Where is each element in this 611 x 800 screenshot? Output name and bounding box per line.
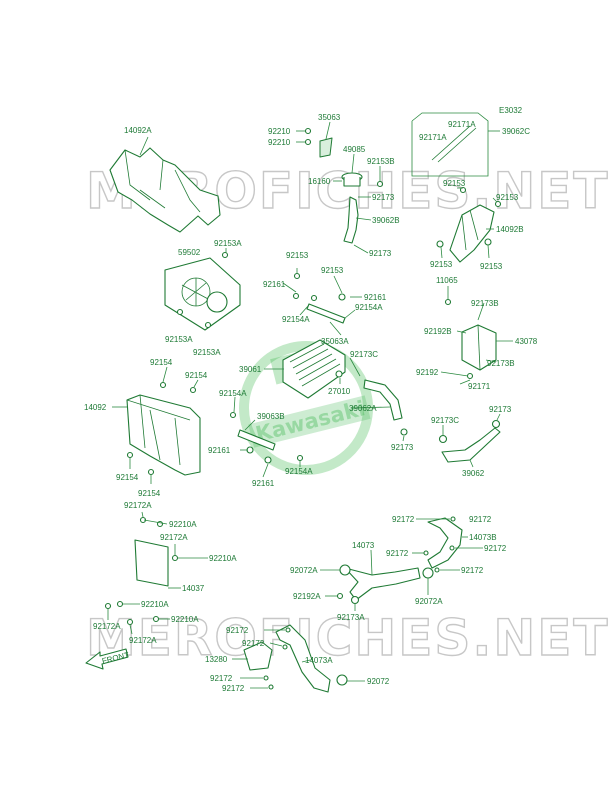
label-92072: 92072 (367, 677, 390, 686)
label-92173-a: 92173 (372, 193, 395, 202)
label-92172-r2: 92172 (386, 549, 409, 558)
label-14073B: 14073B (469, 533, 497, 542)
label-92153-m2: 92153 (321, 266, 344, 275)
label-92172-r3: 92172 (484, 544, 507, 553)
label-92173-b: 92173 (369, 249, 392, 258)
label-92210A-2: 92210A (209, 554, 237, 563)
label-92172-r4: 92172 (461, 566, 484, 575)
label-92171A: 92171A (448, 120, 476, 129)
label-14073: 14073 (352, 541, 375, 550)
label-43078: 43078 (515, 337, 538, 346)
label-92173-e: 92173 (489, 405, 512, 414)
label-39062B: 39062B (372, 216, 400, 225)
label-92153B: 92153B (367, 157, 395, 166)
label-92154-b: 92154 (185, 371, 208, 380)
label-92173B: 92173B (471, 299, 499, 308)
upper-shroud-14092A (109, 147, 221, 233)
label-27010: 27010 (328, 387, 351, 396)
label-92172-b2: 92172 (242, 639, 265, 648)
label-92153-r3: 92153 (430, 260, 453, 269)
label-92161-a: 92161 (263, 280, 286, 289)
label-92172-r5: 92172 (469, 515, 492, 524)
label-92172-b4: 92172 (222, 684, 245, 693)
label-92153A-c: 92153A (193, 348, 221, 357)
label-92154-c: 92154 (116, 473, 139, 482)
label-92210: 92210 (268, 127, 291, 136)
label-39062A: 39062A (349, 404, 377, 413)
label-35063: 35063 (318, 113, 341, 122)
label-92172A-3: 92172A (93, 622, 121, 631)
fasteners (104, 127, 502, 690)
label-92153-m1: 92153 (286, 251, 309, 260)
label-92153A-a: 92153A (214, 239, 242, 248)
label-92172A-2: 92172A (160, 533, 188, 542)
label-92154A-d: 92154A (285, 467, 313, 476)
label-92153-r1: 92153 (443, 179, 466, 188)
label-14092: 14092 (84, 403, 107, 412)
label-92172-b1: 92172 (226, 626, 249, 635)
label-13280: 13280 (205, 655, 228, 664)
label-92072A-1: 92072A (290, 566, 318, 575)
label-92154A-c: 92154A (219, 389, 247, 398)
label-92172A-1: 92172A (124, 501, 152, 510)
part-shapes: FRONT (85, 137, 501, 693)
diagram-code: E3032 (499, 106, 523, 115)
label-92210-b: 92210 (268, 138, 291, 147)
label-92154A-b: 92154A (355, 303, 383, 312)
label-92192: 92192 (416, 368, 439, 377)
leader-lines (107, 121, 513, 689)
diagram-code-text: E3032 (499, 106, 523, 115)
label-92171A-b: 92171A (419, 133, 447, 142)
label-92172A-4: 92172A (129, 636, 157, 645)
fan-59502 (164, 257, 241, 331)
radiator-39061 (282, 339, 346, 399)
label-14037: 14037 (182, 584, 205, 593)
label-92161-d: 92161 (252, 479, 275, 488)
label-92153-r2: 92153 (496, 193, 519, 202)
label-92192A: 92192A (293, 592, 321, 601)
kit-bracket (411, 112, 500, 177)
label-92173C-b: 92173C (431, 416, 459, 425)
label-92172-b3: 92172 (210, 674, 233, 683)
part-labels: 14092A 35063 92210 92210 49085 92153B 16… (84, 113, 538, 693)
label-16160: 16160 (308, 177, 331, 186)
label-92161-c: 92161 (208, 446, 231, 455)
label-39062C: 39062C (502, 127, 530, 136)
label-14092A: 14092A (124, 126, 152, 135)
shroud-14092 (126, 394, 201, 476)
label-92210A-1: 92210A (169, 520, 197, 529)
label-92173C: 92173C (350, 350, 378, 359)
label-39061: 39061 (239, 365, 262, 374)
label-92171: 92171 (468, 382, 491, 391)
label-49085: 49085 (343, 145, 366, 154)
label-92154-a: 92154 (150, 358, 173, 367)
label-92173B-a: 92173B (487, 359, 515, 368)
label-39062: 39062 (462, 469, 485, 478)
label-14073A: 14073A (305, 656, 333, 665)
label-92210A-3: 92210A (141, 600, 169, 609)
label-11065: 11065 (436, 276, 458, 285)
shroud-14092B (449, 204, 495, 263)
label-92154A-a: 92154A (282, 315, 310, 324)
label-92153A-b: 92153A (165, 335, 193, 344)
label-35063A: 35063A (321, 337, 349, 346)
watermark-text-bottom: MEROFICHES.NET (86, 609, 609, 667)
front-arrow (85, 648, 129, 670)
label-39063B: 39063B (257, 412, 285, 421)
label-59502: 59502 (178, 248, 201, 257)
label-92153-r4: 92153 (480, 262, 503, 271)
plate-14037 (134, 539, 169, 587)
label-92072A-2: 92072A (415, 597, 443, 606)
label-92172-r1: 92172 (392, 515, 415, 524)
label-92154-d: 92154 (138, 489, 161, 498)
label-14092B: 14092B (496, 225, 524, 234)
label-92161-b: 92161 (364, 293, 387, 302)
label-92192B: 92192B (424, 327, 452, 336)
label-92210A-4: 92210A (171, 615, 199, 624)
label-92173A: 92173A (337, 613, 365, 622)
label-92173-d: 92173 (391, 443, 414, 452)
